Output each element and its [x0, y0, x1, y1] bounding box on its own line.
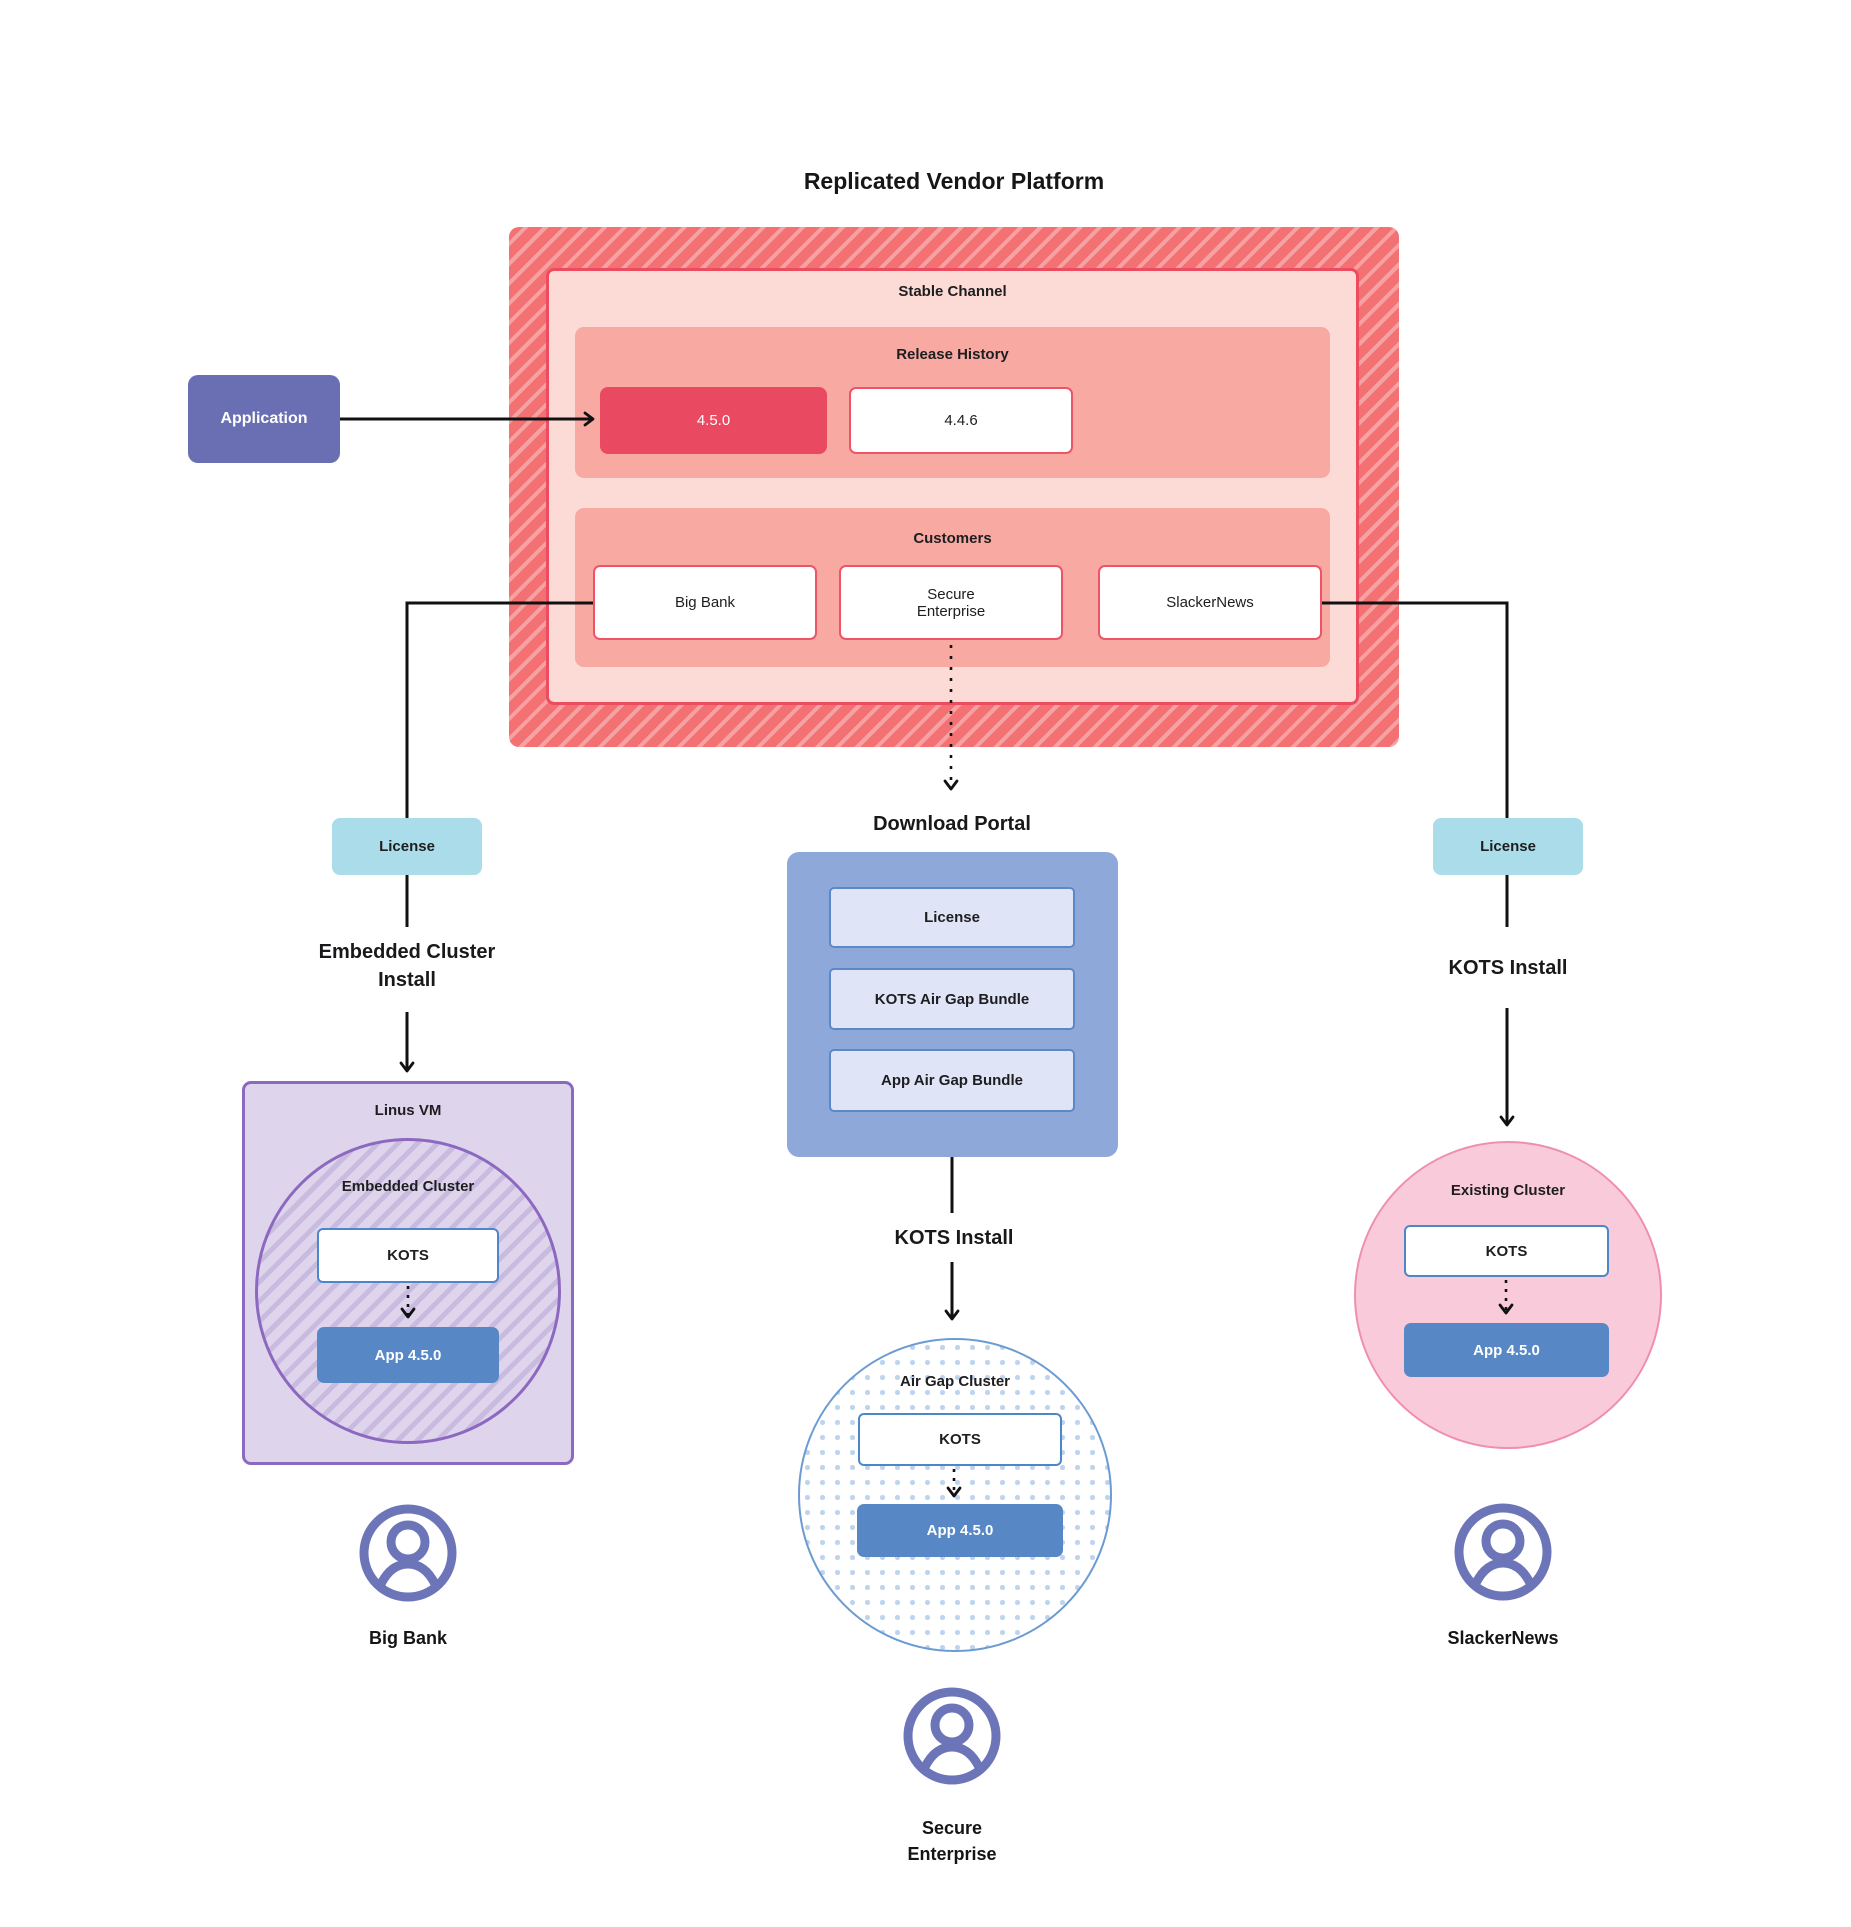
portal-item-license: License	[829, 887, 1075, 948]
stable-channel-label: Stable Channel	[898, 283, 1007, 300]
customer-name: Big Bank	[674, 594, 736, 611]
customer-name-big-bank: Big Bank	[368, 1628, 447, 1648]
embedded-cluster-install-label: Embedded Cluster Install	[318, 941, 496, 992]
portal-item-label: KOTS Air Gap Bundle	[874, 990, 1030, 1008]
customer-name: Secure Enterprise	[916, 585, 986, 620]
customer-box-big-bank: Big Bank	[593, 565, 817, 640]
embedded-cluster-circle	[255, 1138, 561, 1444]
app-version-label: App 4.5.0	[374, 1346, 442, 1364]
kots-install-label-right: KOTS Install	[1448, 957, 1568, 979]
license-box-right: License	[1433, 818, 1583, 875]
app-version-label: App 4.5.0	[1473, 1341, 1540, 1359]
license-box-left: License	[332, 818, 482, 875]
kots-box-left: KOTS	[317, 1228, 499, 1283]
portal-item-kots-bundle: KOTS Air Gap Bundle	[829, 968, 1075, 1030]
kots-label: KOTS	[1485, 1242, 1528, 1260]
kots-label: KOTS	[939, 1431, 981, 1448]
user-icon	[359, 1504, 457, 1602]
diagram-title: Replicated Vendor Platform	[803, 168, 1105, 194]
linux-vm-label: Linus VM	[374, 1102, 442, 1119]
app-version-box-left: App 4.5.0	[317, 1327, 499, 1383]
customer-name-text: Secure Enterprise	[907, 1818, 997, 1864]
kots-install-label-middle: KOTS Install	[894, 1227, 1014, 1249]
user-icon	[1454, 1503, 1552, 1601]
release-version-label: 4.4.6	[944, 412, 978, 429]
existing-cluster-label: Existing Cluster	[1450, 1182, 1566, 1199]
customer-name-secure-enterprise: Secure Enterprise	[852, 1816, 1052, 1868]
embedded-cluster-label: Embedded Cluster	[341, 1178, 475, 1195]
customers-label: Customers	[913, 530, 992, 547]
user-icon	[903, 1687, 1001, 1785]
customer-name-slackernews: SlackerNews	[1447, 1628, 1559, 1648]
kots-box-middle: KOTS	[858, 1413, 1062, 1466]
app-version-box-right: App 4.5.0	[1404, 1323, 1609, 1377]
release-item-current: 4.5.0	[600, 387, 827, 454]
release-item-previous: 4.4.6	[849, 387, 1073, 454]
application-label: Application	[220, 410, 308, 427]
portal-item-label: App Air Gap Bundle	[881, 1072, 1023, 1089]
customer-box-slackernews: SlackerNews	[1098, 565, 1322, 640]
customer-box-secure-enterprise: Secure Enterprise	[839, 565, 1063, 640]
release-version-label: 4.5.0	[696, 412, 731, 429]
kots-box-right: KOTS	[1404, 1225, 1609, 1277]
application-box: Application	[188, 375, 340, 463]
portal-item-app-bundle: App Air Gap Bundle	[829, 1049, 1075, 1112]
portal-item-label: License	[924, 909, 980, 926]
app-version-label: App 4.5.0	[926, 1522, 994, 1539]
download-portal-label: Download Portal	[873, 813, 1031, 835]
customer-name: SlackerNews	[1166, 594, 1254, 611]
release-history-label: Release History	[896, 346, 1009, 363]
license-label: License	[1480, 838, 1536, 855]
app-version-box-middle: App 4.5.0	[857, 1504, 1063, 1557]
existing-cluster-circle	[1354, 1141, 1662, 1449]
air-gap-cluster-label: Air Gap Cluster	[899, 1373, 1011, 1390]
kots-label: KOTS	[387, 1247, 429, 1264]
license-label: License	[379, 838, 435, 855]
